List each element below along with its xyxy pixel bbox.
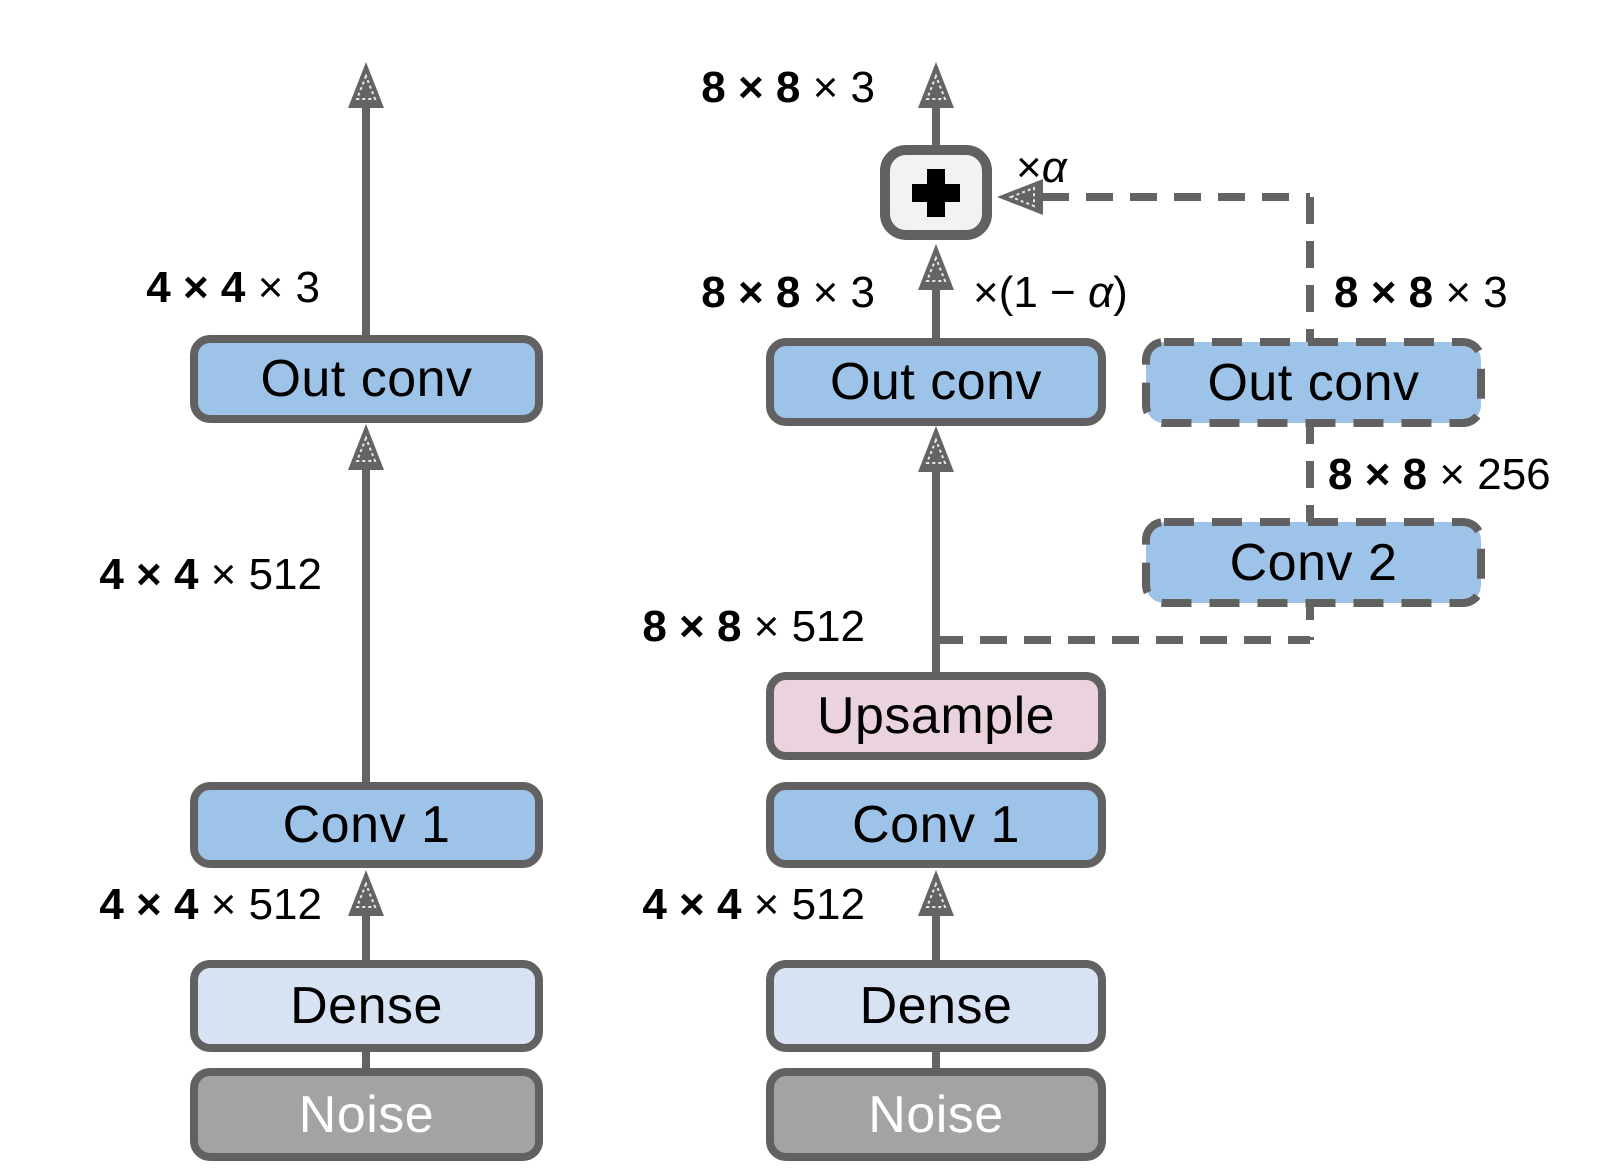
arrowhead-icon xyxy=(918,426,954,472)
arrowhead-icon xyxy=(918,62,954,108)
arrowhead-inner-icon xyxy=(355,435,377,462)
left-in-dim-label: 4 × 4 × 512 xyxy=(99,880,322,929)
right-in-dim-label: 4 × 4 × 512 xyxy=(642,880,865,929)
left-noise-box: Noise xyxy=(190,1068,543,1161)
fade-conv2-dim-label: 8 × 8 × 256 xyxy=(1328,450,1551,499)
right-out-conv-box: Out conv xyxy=(766,338,1106,426)
arrowhead-left-icon xyxy=(997,179,1043,215)
upsample-box: Upsample xyxy=(766,672,1106,760)
fade-out-dim-label: 8 × 8 × 3 xyxy=(1334,268,1508,317)
arrowhead-icon xyxy=(918,244,954,290)
fade-conv2-box: Conv 2 xyxy=(1229,533,1398,592)
arrowhead-icon xyxy=(348,62,384,108)
arrowhead-icon xyxy=(348,870,384,916)
right-out-dim-label: 8 × 8 × 3 xyxy=(701,268,875,317)
left-mid-dim-label: 4 × 4 × 512 xyxy=(99,550,322,599)
fade-out-conv-box: Out conv xyxy=(1207,353,1420,412)
arrowhead-inner-icon xyxy=(925,437,947,464)
right-noise-box: Noise xyxy=(766,1068,1106,1161)
arrowhead-icon xyxy=(348,424,384,470)
upsample-dim-label: 8 × 8 × 512 xyxy=(642,602,865,651)
alpha-scale-label: ×α xyxy=(1016,143,1067,192)
left-out-conv-box: Out conv xyxy=(190,335,543,423)
arrowhead-inner-icon xyxy=(355,73,377,100)
left-conv1-box: Conv 1 xyxy=(190,782,543,868)
arrowhead-inner-icon xyxy=(925,881,947,908)
left-out-dim-label: 4 × 4 × 3 xyxy=(146,263,320,312)
arrowhead-inner-icon xyxy=(355,881,377,908)
sum-box xyxy=(880,145,992,240)
right-conv1-box: Conv 1 xyxy=(766,782,1106,868)
arrowhead-inner-icon xyxy=(1008,186,1035,208)
fade-conv2-box-outline xyxy=(1142,518,1485,607)
plus-icon xyxy=(912,168,960,217)
blend-scale-label: ×(1 − α) xyxy=(973,268,1128,317)
right-final-dim-label: 8 × 8 × 3 xyxy=(701,63,875,112)
arrowhead-inner-icon xyxy=(925,255,947,282)
fade-out-conv-box-outline xyxy=(1142,338,1485,427)
right-dense-box: Dense xyxy=(766,960,1106,1052)
arrowhead-icon xyxy=(918,870,954,916)
arrowhead-inner-icon xyxy=(925,73,947,100)
left-dense-box: Dense xyxy=(190,960,543,1052)
